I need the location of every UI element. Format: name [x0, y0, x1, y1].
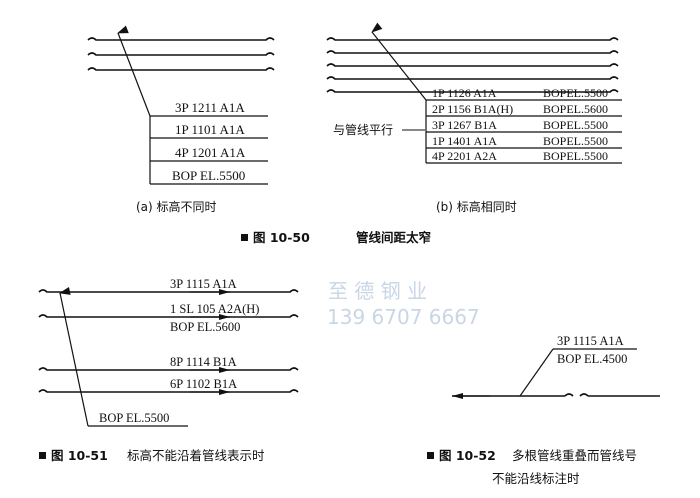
- pipe-line: [87, 52, 275, 56]
- sub-caption-a: (a) 标高不同时: [136, 199, 217, 214]
- elevation-label: BOP EL.5500: [172, 168, 245, 183]
- fig-10-50a: 3P 1211 A1A 1P 1101 A1A 4P 1201 A1A BOP …: [87, 25, 275, 214]
- elevation-label: BOPEL.5500: [543, 149, 608, 163]
- pipe-label: 8P 1114 B1A: [170, 355, 237, 369]
- sub-caption-b: (b) 标高相同时: [436, 199, 517, 214]
- pipe-line: [326, 76, 619, 80]
- pipe-break: [564, 393, 574, 397]
- caption-number: 图 10-52: [439, 448, 496, 463]
- leader-line: [371, 22, 427, 101]
- pipe-line: [38, 389, 299, 393]
- pipe-line: [326, 50, 619, 54]
- elevation-label: BOPEL.5600: [543, 102, 608, 116]
- elevation-label: BOP EL.5600: [170, 320, 240, 334]
- pipe-break: [579, 393, 589, 397]
- fig-10-52: 3P 1115 A1A BOP EL.4500: [452, 334, 660, 399]
- pipe-label: 2P 1156 B1A(H): [432, 102, 513, 116]
- caption-number: 图 10-51: [51, 448, 108, 463]
- caption-10-50: 图 10-50 管线间距太窄: [241, 230, 431, 245]
- elevation-label: BOPEL.5500: [543, 86, 608, 100]
- pipe-line: [38, 289, 299, 293]
- elevation-label: BOPEL.5500: [543, 118, 608, 132]
- pipe-label: 3P 1115 A1A: [170, 277, 237, 291]
- pipe-line: [38, 314, 299, 318]
- caption-title: 管线间距太窄: [356, 230, 431, 245]
- pipe-line: [87, 67, 275, 71]
- pipe-label: 1P 1126 A1A: [432, 86, 497, 100]
- pipe-label: 6P 1102 B1A: [170, 377, 237, 391]
- pipe-label: 4P 1201 A1A: [175, 145, 246, 160]
- pipe-label: 3P 1115 A1A: [557, 334, 624, 348]
- pipe-line: [326, 89, 619, 93]
- watermark: 至 德 钢 业 139 6707 6667: [327, 279, 480, 329]
- pipe-line: [38, 367, 299, 371]
- annotation-parallel: 与管线平行: [333, 122, 393, 137]
- fig-10-50b: 1P 1126 A1A BOPEL.5500 2P 1156 B1A(H) BO…: [326, 22, 622, 214]
- pipe-label: 4P 2201 A2A: [432, 149, 497, 163]
- pipe-line: [326, 63, 619, 67]
- caption-10-51: 图 10-51 标高不能沿着管线表示时: [39, 448, 265, 463]
- leader-line: [117, 25, 151, 117]
- pipe-line: [87, 37, 275, 41]
- fig-10-51: 3P 1115 A1A 1 SL 105 A2A(H) BOP EL.5600 …: [38, 277, 299, 427]
- watermark-company: 至 德 钢 业: [328, 279, 427, 303]
- elevation-label: BOP EL.4500: [557, 352, 627, 366]
- elevation-label: BOP EL.5500: [99, 411, 169, 425]
- caption-title-line1: 多根管线重叠而管线号: [512, 448, 637, 463]
- pipe-line: [326, 37, 619, 41]
- caption-bullet: [427, 452, 434, 459]
- pipe-label: 3P 1211 A1A: [175, 100, 245, 115]
- caption-bullet: [241, 234, 248, 241]
- caption-bullet: [39, 452, 46, 459]
- caption-number: 图 10-50: [253, 230, 310, 245]
- pipe-label: 1P 1401 A1A: [432, 134, 497, 148]
- caption-10-52: 图 10-52 多根管线重叠而管线号 不能沿线标注时: [427, 448, 637, 486]
- leader-line: [519, 348, 554, 397]
- pipe-label: 3P 1267 B1A: [432, 118, 497, 132]
- caption-title-line2: 不能沿线标注时: [492, 471, 580, 486]
- leader-line: [59, 287, 89, 427]
- watermark-phone: 139 6707 6667: [327, 305, 480, 329]
- elevation-label: BOPEL.5500: [543, 134, 608, 148]
- pipe-label: 1P 1101 A1A: [175, 122, 245, 137]
- caption-title: 标高不能沿着管线表示时: [127, 448, 265, 463]
- pipe-label: 1 SL 105 A2A(H): [170, 302, 259, 316]
